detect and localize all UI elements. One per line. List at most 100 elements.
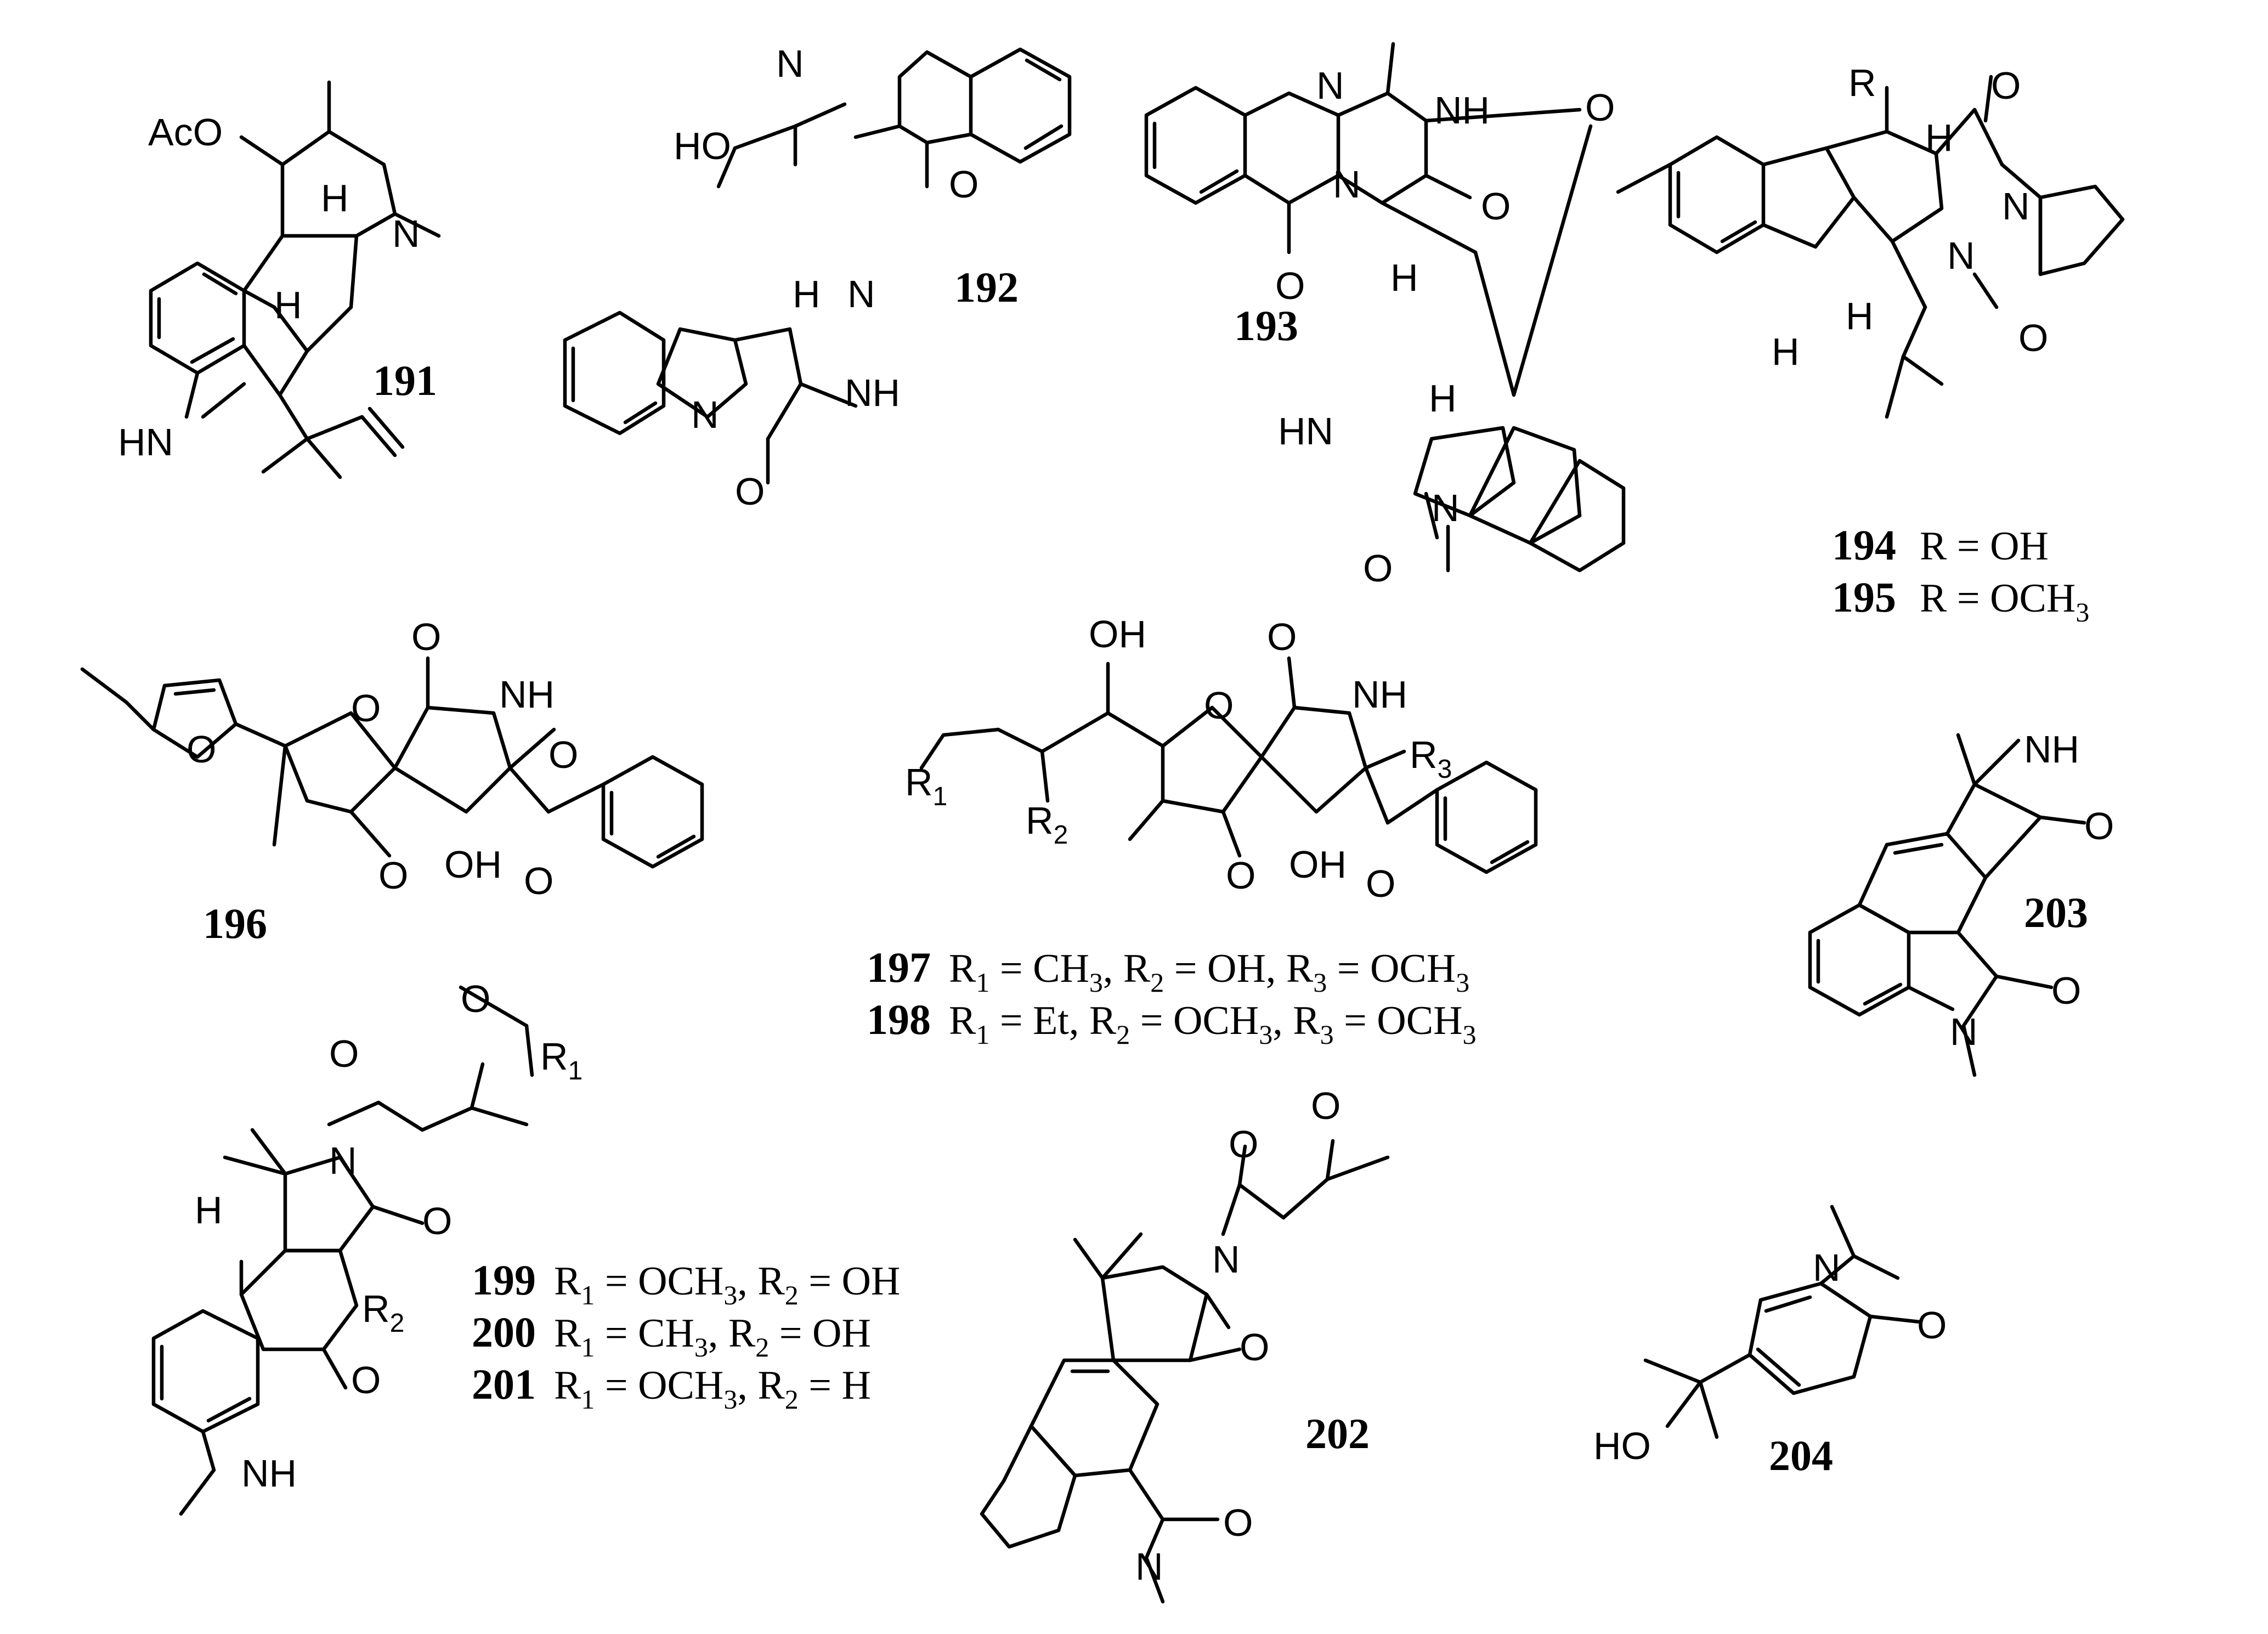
label-o: O bbox=[186, 728, 216, 771]
compound-number-194: 194 bbox=[1832, 521, 1896, 569]
label-n: N bbox=[1432, 487, 1460, 529]
label-n: N bbox=[776, 42, 804, 85]
label-nh: NH bbox=[241, 1452, 297, 1495]
caption-194: R = OH bbox=[1920, 524, 2049, 569]
caption-199: R1 = OCH3, R2 = OH bbox=[554, 1259, 900, 1310]
compound-number-201: 201 bbox=[472, 1360, 536, 1408]
label-n: N bbox=[1950, 1010, 1978, 1053]
label-h: H bbox=[1772, 330, 1800, 373]
label-n: N bbox=[329, 1139, 357, 1182]
label-n: N bbox=[1813, 1246, 1841, 1289]
label-h: H bbox=[793, 273, 821, 315]
label-o: O bbox=[351, 1359, 381, 1401]
label-ho: HO bbox=[674, 125, 731, 167]
compound-number-198: 198 bbox=[867, 996, 931, 1043]
caption-198: R1 = Et, R2 = OCH3, R3 = OCH3 bbox=[949, 998, 1477, 1050]
compound-number-202: 202 bbox=[1305, 1410, 1370, 1457]
label-o: O bbox=[411, 615, 441, 658]
label-o: O bbox=[1275, 264, 1305, 307]
compound-number-199: 199 bbox=[472, 1256, 536, 1304]
label-o: O bbox=[2018, 316, 2048, 359]
label-oh: OH bbox=[1089, 613, 1146, 655]
compound-number-193: 193 bbox=[1234, 302, 1298, 349]
label-n: N bbox=[847, 273, 875, 315]
label-r: R bbox=[1848, 61, 1876, 104]
label-h: H bbox=[1925, 116, 1953, 159]
compound-number-192: 192 bbox=[954, 263, 1019, 311]
label-o: O bbox=[1917, 1304, 1947, 1347]
label-o: O bbox=[1311, 1084, 1341, 1127]
label-o: O bbox=[422, 1200, 452, 1242]
label-hn: HN bbox=[1278, 410, 1333, 453]
label-o: O bbox=[1363, 547, 1393, 590]
label-oh: OH bbox=[1289, 843, 1347, 886]
label-o: O bbox=[2051, 969, 2081, 1012]
label-n: N bbox=[2002, 185, 2030, 228]
caption-195: R = OCH3 bbox=[1920, 576, 2089, 627]
label-h: H bbox=[274, 284, 302, 326]
label-r1: R1 bbox=[905, 761, 947, 811]
label-n: N bbox=[1135, 1545, 1163, 1588]
label-nh: NH bbox=[1434, 89, 1490, 132]
label-r2: R2 bbox=[1026, 799, 1068, 850]
label-n: N bbox=[392, 212, 420, 255]
label-o: O bbox=[461, 977, 490, 1020]
caption-201: R1 = OCH3, R2 = H bbox=[554, 1363, 871, 1415]
label-hn: HN bbox=[118, 421, 173, 463]
structure-196: O O O NH O O OH O 196 bbox=[80, 615, 704, 947]
label-nh: NH bbox=[1352, 673, 1407, 716]
label-r3: R3 bbox=[1410, 733, 1452, 784]
structure-199-201: R1 O O N O H R2 O NH 199 R1 = OCH3, R2 =… bbox=[151, 977, 900, 1516]
label-o: O bbox=[2084, 805, 2114, 847]
label-nh: NH bbox=[845, 371, 900, 414]
structure-193: N NH O N O O H H HN N O 193 bbox=[1144, 42, 1626, 590]
label-o: O bbox=[735, 470, 765, 513]
label-n: N bbox=[1333, 163, 1361, 206]
structure-203: NH O O N 203 bbox=[1808, 728, 2114, 1077]
label-o: O bbox=[1991, 64, 2021, 107]
label-n: N bbox=[1212, 1238, 1240, 1281]
compound-number-196: 196 bbox=[203, 900, 267, 947]
structure-202: O O N O O N 202 bbox=[980, 1084, 1390, 1604]
label-nh: NH bbox=[2024, 728, 2079, 771]
label-o: O bbox=[1240, 1326, 1269, 1369]
label-o: O bbox=[1267, 615, 1297, 658]
label-h: H bbox=[321, 177, 349, 219]
structure-191: AcO H H N HN 191 bbox=[118, 80, 441, 479]
structure-197-198: OH O O NH R1 R2 R3 O OH O 197 R1 = CH3, … bbox=[867, 613, 1538, 1050]
compound-number-195: 195 bbox=[1832, 573, 1896, 621]
compound-number-203: 203 bbox=[2024, 889, 2088, 936]
compound-number-191: 191 bbox=[373, 357, 437, 404]
label-n: N bbox=[1316, 64, 1344, 107]
label-o: O bbox=[548, 733, 578, 776]
structure-204: N O HO 204 bbox=[1593, 1205, 1947, 1479]
compound-number-200: 200 bbox=[472, 1308, 536, 1356]
label-r1: R1 bbox=[540, 1035, 582, 1085]
label-r2: R2 bbox=[362, 1287, 404, 1338]
label-h: H bbox=[1846, 295, 1874, 337]
structure-192: HO N O N H NH N O 192 bbox=[563, 42, 1072, 513]
label-o: O bbox=[524, 860, 553, 902]
label-o: O bbox=[351, 687, 381, 730]
label-n: N bbox=[1947, 234, 1975, 277]
label-n: N bbox=[691, 393, 719, 436]
label-o: O bbox=[1226, 854, 1255, 897]
compound-number-197: 197 bbox=[867, 943, 931, 991]
structure-194-195: R H N H H O O N 194 R = OH 195 R = OCH3 bbox=[1616, 61, 2125, 627]
label-h: H bbox=[195, 1189, 223, 1231]
caption-197: R1 = CH3, R2 = OH, R3 = OCH3 bbox=[949, 946, 1469, 998]
compound-number-204: 204 bbox=[1769, 1432, 1833, 1479]
label-o: O bbox=[949, 163, 979, 206]
label-o: O bbox=[329, 1032, 359, 1075]
label-o: O bbox=[1229, 1123, 1258, 1166]
label-o: O bbox=[1366, 862, 1395, 905]
caption-200: R1 = CH3, R2 = OH bbox=[554, 1311, 871, 1362]
label-h: H bbox=[1390, 256, 1418, 299]
label-oh: OH bbox=[444, 843, 502, 886]
label-o: O bbox=[378, 854, 408, 897]
label-aco: AcO bbox=[148, 111, 223, 154]
label-nh: NH bbox=[499, 673, 555, 716]
label-o: O bbox=[1223, 1501, 1253, 1544]
label-ho: HO bbox=[1593, 1424, 1651, 1467]
